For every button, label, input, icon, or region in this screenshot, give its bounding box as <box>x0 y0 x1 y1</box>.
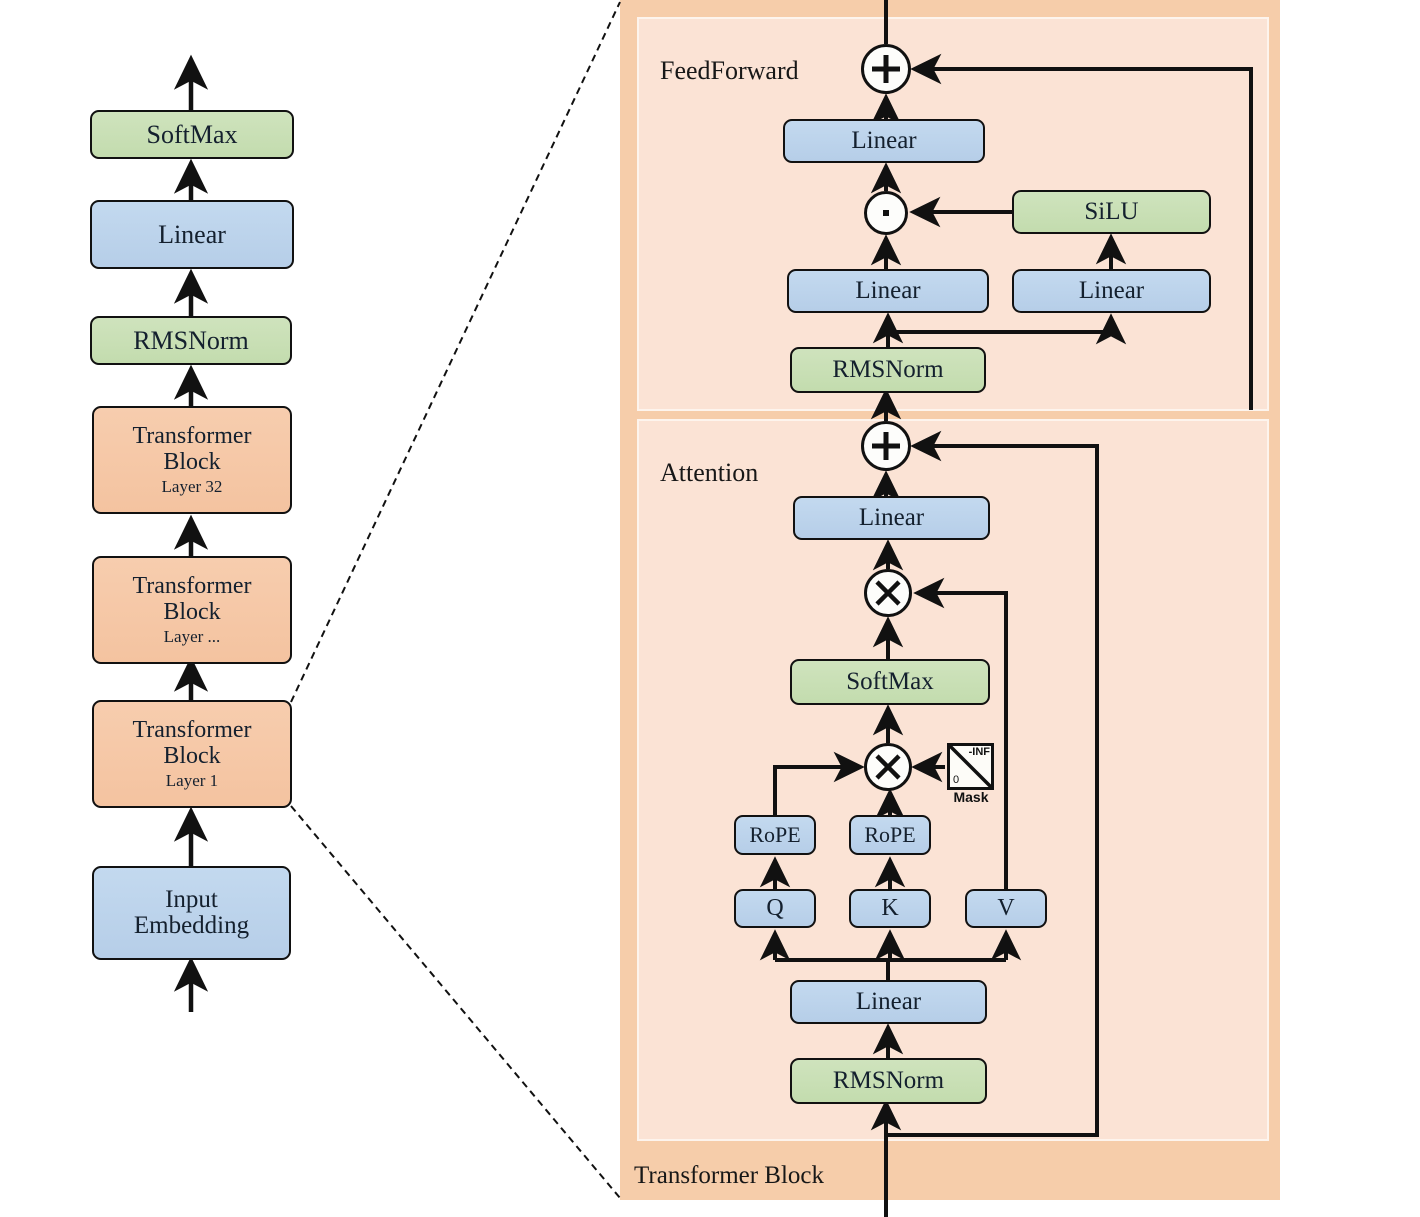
attn-attention-value-matmul-operator-icon <box>864 569 912 617</box>
ff-elementwise-multiply-operator-icon <box>864 191 908 235</box>
mask-label-text: Mask <box>953 789 989 805</box>
node-label: Transformer Block <box>132 717 252 769</box>
node-label: Q <box>766 894 784 921</box>
causal-mask-label: Mask <box>932 789 1010 805</box>
node-attn-linear-out[interactable]: Linear <box>793 496 990 540</box>
callout-lines <box>290 1 621 1199</box>
node-label: Linear <box>1078 276 1145 304</box>
attn-qk-matmul-operator-icon <box>864 743 912 791</box>
node-label: SoftMax <box>146 119 238 149</box>
node-attn-softmax[interactable]: SoftMax <box>790 659 990 705</box>
node-label: RoPE <box>864 822 916 848</box>
node-sublabel: Layer 1 <box>165 770 219 790</box>
times-icon <box>875 580 901 606</box>
section-label-text: Attention <box>660 458 759 487</box>
causal-mask-icon: -INF 0 <box>947 743 994 790</box>
node-linear[interactable]: Linear <box>90 200 294 269</box>
plus-icon <box>872 55 900 83</box>
section-label-text: FeedForward <box>660 56 799 85</box>
dot-icon <box>883 210 889 216</box>
node-label: Linear <box>158 219 226 249</box>
node-label: Input Embedding <box>133 885 250 939</box>
node-label: V <box>997 894 1015 921</box>
node-attn-rmsnorm[interactable]: RMSNorm <box>790 1058 987 1104</box>
plus-icon <box>872 432 900 460</box>
mask-upper-value: -INF <box>968 746 990 758</box>
node-label: Linear <box>855 987 922 1015</box>
ff-add-operator-icon <box>861 44 911 94</box>
node-label: RoPE <box>749 822 801 848</box>
node-label: Transformer Block <box>132 573 252 625</box>
panel-label-text: Transformer Block <box>634 1162 825 1189</box>
node-rope-q[interactable]: RoPE <box>734 815 816 855</box>
node-label: Linear <box>858 503 925 531</box>
node-input-embedding[interactable]: Input Embedding <box>92 866 291 960</box>
node-transformer-block-layer-1[interactable]: Transformer Block Layer 1 <box>92 700 292 808</box>
node-ff-linear-up[interactable]: Linear <box>1012 269 1211 313</box>
attention-wires <box>759 430 1099 1217</box>
times-icon <box>875 754 901 780</box>
node-q-projection[interactable]: Q <box>734 889 816 928</box>
node-v-projection[interactable]: V <box>965 889 1047 928</box>
node-label: RMSNorm <box>133 325 249 355</box>
node-ff-linear-out[interactable]: Linear <box>783 119 985 163</box>
node-rmsnorm[interactable]: RMSNorm <box>90 316 292 365</box>
node-label: SiLU <box>1084 197 1139 225</box>
node-ff-linear-gate[interactable]: Linear <box>787 269 989 313</box>
mask-diagonal-icon <box>950 746 991 787</box>
node-ff-rmsnorm[interactable]: RMSNorm <box>790 347 986 393</box>
node-label: SoftMax <box>846 667 934 695</box>
node-label: Linear <box>855 276 921 304</box>
feedforward-wires <box>870 0 1253 410</box>
node-label: K <box>881 894 899 921</box>
node-transformer-block-layer-32[interactable]: Transformer Block Layer 32 <box>92 406 292 514</box>
node-label: RMSNorm <box>832 355 944 383</box>
node-sublabel: Layer ... <box>163 626 221 646</box>
node-rope-k[interactable]: RoPE <box>849 815 931 855</box>
transformer-block-panel-label: Transformer Block <box>634 1162 824 1190</box>
node-label: Transformer Block <box>132 423 252 475</box>
node-attn-linear-qkv[interactable]: Linear <box>790 980 987 1024</box>
node-label: RMSNorm <box>832 1066 945 1094</box>
node-ff-silu[interactable]: SiLU <box>1012 190 1211 234</box>
node-transformer-block-layer-dots[interactable]: Transformer Block Layer ... <box>92 556 292 664</box>
node-label: Linear <box>851 126 917 154</box>
node-sublabel: Layer 32 <box>161 476 223 496</box>
node-k-projection[interactable]: K <box>849 889 931 928</box>
attn-add-operator-icon <box>861 421 911 471</box>
feedforward-section-label: FeedForward <box>660 56 799 86</box>
mask-lower-value: 0 <box>953 774 960 786</box>
attention-section-label: Attention <box>660 458 758 488</box>
node-softmax[interactable]: SoftMax <box>90 110 294 159</box>
